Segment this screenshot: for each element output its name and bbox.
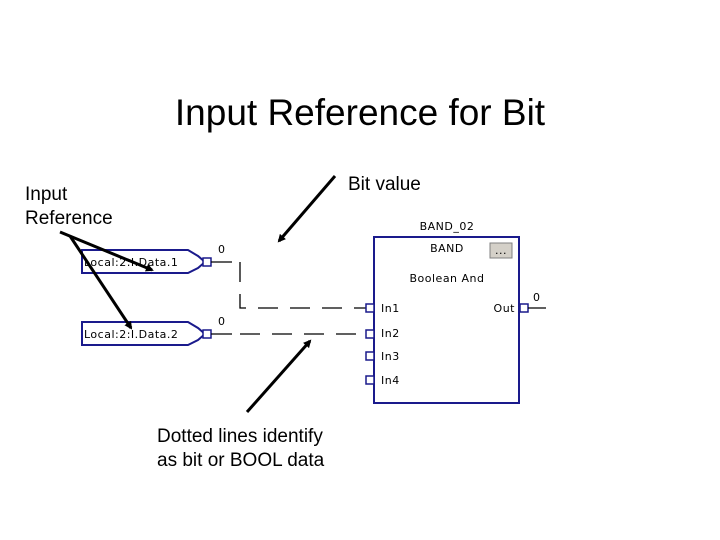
block-description: Boolean And (409, 272, 484, 285)
input-reference-label: Input Reference (25, 183, 113, 231)
button-label: ... (495, 244, 507, 257)
pin-label: In3 (381, 350, 400, 363)
output-pin-out[interactable]: Out 0 (494, 291, 546, 315)
arrow-to-bit-value (277, 175, 337, 243)
input-pin-in3[interactable]: In3 (365, 350, 400, 363)
slide-title: Input Reference for Bit (174, 92, 546, 133)
block-properties-button[interactable]: ... (489, 242, 513, 259)
arrow-to-tag-1 (59, 230, 154, 272)
tag-value: 0 (218, 315, 226, 328)
pin-label: Out (494, 302, 516, 315)
pin-label: In2 (381, 327, 400, 340)
input-reference-tag-1[interactable]: Local:2:I.Data.1 0 (81, 243, 226, 274)
tag-name: Local:2:I.Data.2 (84, 328, 178, 341)
input-reference-tag-2[interactable]: Local:2:I.Data.2 0 (81, 315, 226, 346)
label-line: as bit or BOOL data (157, 450, 325, 471)
input-pin-in4[interactable]: In4 (365, 374, 400, 387)
input-pin-in2[interactable]: In2 (365, 327, 400, 340)
arrow-to-tag-2 (68, 235, 133, 330)
input-pin-in1[interactable]: In1 (365, 302, 400, 315)
dotted-lines-label: Dotted lines identify as bit or BOOL dat… (157, 425, 324, 473)
tag-value: 0 (218, 243, 226, 256)
block-type: BAND (430, 242, 464, 255)
band-function-block[interactable]: BAND_02 BAND ... Boolean And In1 In2 In3… (365, 220, 546, 404)
label-line: Input (25, 184, 68, 205)
label-line: Dotted lines identify (157, 426, 323, 447)
block-instance-name: BAND_02 (420, 220, 475, 233)
callout-arrows (59, 175, 337, 413)
pin-label: In4 (381, 374, 400, 387)
bit-value-label: Bit value (348, 174, 421, 195)
output-pin-icon (202, 329, 212, 339)
pin-label: In1 (381, 302, 400, 315)
label-line: Reference (25, 208, 113, 229)
output-value: 0 (533, 291, 541, 304)
bool-wire-1 (211, 261, 368, 309)
output-pin-icon (202, 257, 212, 267)
arrow-to-dotted-line (245, 339, 312, 413)
